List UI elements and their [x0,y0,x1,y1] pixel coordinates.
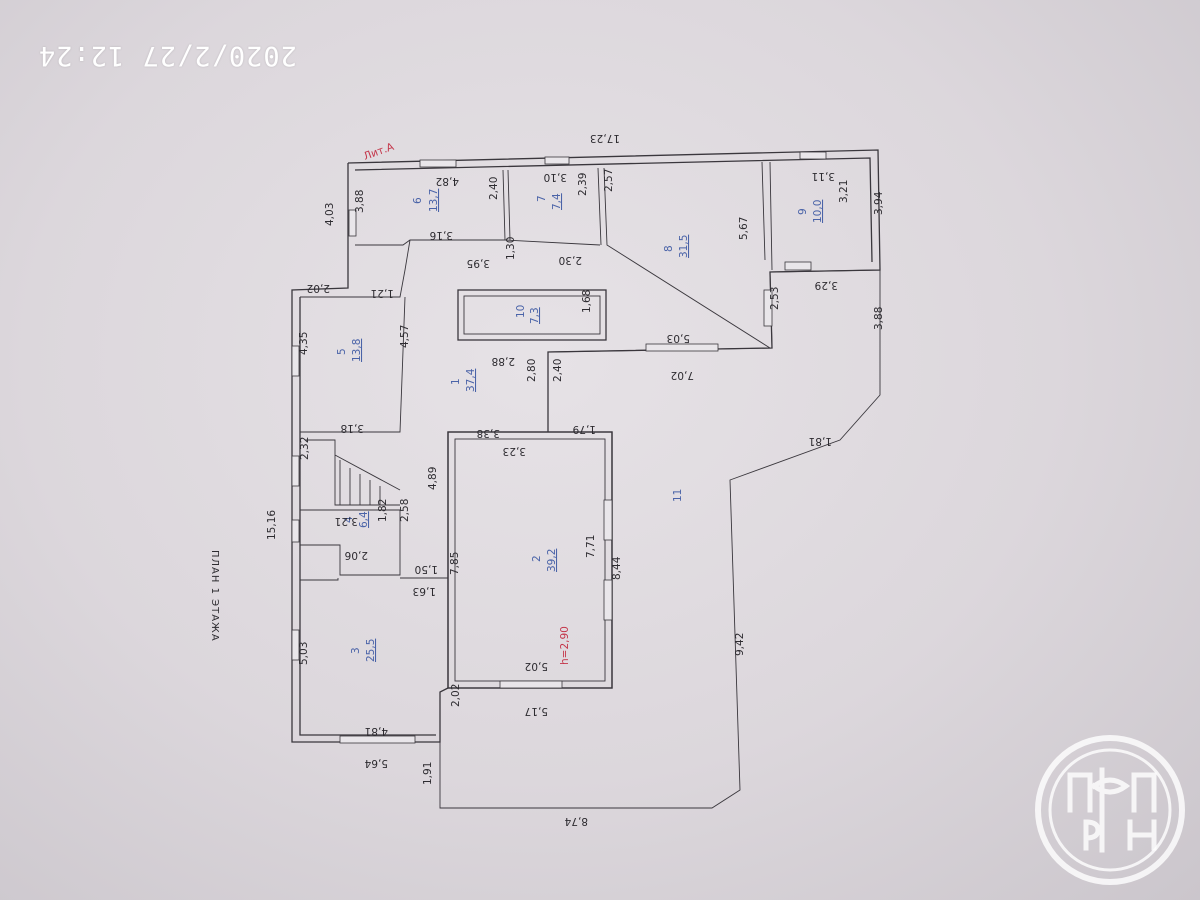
room-10-area: 7,3 [529,307,541,324]
building-walls [291,149,881,809]
dim-st-c: 3,23 [503,445,526,457]
dim-r2-c: 7,71 [585,535,597,558]
room-10-number: 10 [515,305,527,318]
dim-right-b: 3,88 [873,307,885,330]
dim-r8-b: 2,53 [769,287,781,310]
dim-r8-h: 2,57 [603,169,615,192]
room-7-number: 7 [536,195,548,202]
windows [291,151,827,744]
room-5-number: 5 [336,348,348,355]
room-9-area: 10,0 [812,200,824,223]
dim-r9-h: 3,21 [838,180,850,203]
dim-r7-h: 2,39 [577,173,589,196]
dim-terr-a: 1,91 [422,762,434,785]
dim-r3-w: 4,81 [365,725,388,737]
room-2-area: 39,2 [546,549,558,572]
dim-r6-b: 3,88 [354,190,366,213]
dim-r6-w: 4,82 [436,175,459,187]
dim-r3-h: 5,03 [298,642,310,665]
dim-terr-b: 8,74 [564,815,588,827]
room-4-area: 6,4 [358,511,370,528]
dim-r2-w: 5,02 [525,660,548,672]
dim-r7-a: 2,30 [559,254,582,266]
room-5-area: 13,8 [351,339,363,362]
dim-r5-b: 1,21 [371,287,394,299]
dim-corr-d: 2,40 [552,359,564,382]
dim-r6-h: 2,40 [488,177,500,200]
dim-st-a: 2,32 [299,437,311,460]
dim-r10-w: 2,88 [492,355,515,367]
dim-terr-c: 9,42 [734,633,746,656]
dim-r2-e: 5,17 [525,705,548,717]
dim-corr-a: 3,95 [467,257,490,269]
dim-r4-b: 1,82 [377,499,389,522]
dim-r3-bot: 5,64 [364,757,388,769]
dim-r5-w: 3,18 [341,422,364,434]
dim-r4-a: 3,21 [335,515,358,527]
room-6-number: 6 [412,197,424,204]
dim-r6-c: 4,03 [324,203,336,226]
dim-corr-b: 1,30 [505,237,517,260]
dim-r2-b: 7,85 [449,552,461,575]
ceiling-height: h=2,90 [559,626,571,665]
room-8-area: 31,5 [678,235,690,258]
dim-corr-c: 2,80 [526,359,538,382]
dim-r4-c: 2,58 [399,499,411,522]
building-label: Лит.А [362,141,396,163]
room-9-number: 9 [797,208,809,215]
dim-r7-w: 3,10 [544,171,567,183]
room-7-area: 7,4 [551,193,563,210]
dim-st-b: 3,38 [477,427,500,439]
dim-r6-a: 3,16 [429,229,453,241]
room-3-number: 3 [350,647,362,654]
dim-r9-a: 3,29 [815,279,838,291]
room-4-number: 4 [343,516,355,523]
dim-right-a: 3,94 [873,191,885,215]
watermark-logo [1035,735,1185,885]
dimension-labels: 17,23 15,16 4,82 2,40 3,16 3,88 4,03 3,1… [266,132,885,827]
dim-r5-h: 4,35 [298,332,310,355]
dim-r2-a: 4,89 [427,467,439,490]
room-11-number: 11 [672,489,684,502]
room-6-area: 13,7 [428,189,440,212]
dim-bal-b: 1,79 [573,423,596,435]
dim-top-overall: 17,23 [590,132,620,144]
dim-r10-h: 1,68 [581,290,593,313]
dim-r4-f: 1,63 [413,585,436,597]
dim-r2-d: 8,44 [611,556,623,580]
dim-r4-e: 1,50 [415,563,438,575]
room-3-area: 25,5 [365,639,377,662]
dim-r8-w: 5,03 [667,332,690,344]
dim-r5-a: 2,02 [307,282,330,294]
dim-r5-c: 4,57 [399,325,411,348]
room-2-number: 2 [531,555,543,562]
dim-r8-a: 5,67 [738,217,750,240]
dim-r9-w: 3,11 [812,170,835,182]
room-1-area: 37,4 [465,368,477,392]
room-labels: 6 13,7 7 7,4 8 31,5 9 10,0 10 7,3 1 37,4… [336,189,824,662]
dim-left-overall: 15,16 [266,510,278,540]
plan-title: ПЛАН 1 ЭТАЖА [209,550,220,642]
dim-r3-a: 2,02 [450,684,462,707]
dim-bal-a: 7,02 [671,369,694,381]
room-1-number: 1 [450,378,462,385]
dim-bal-c: 1,81 [809,435,832,447]
dim-r4-d: 2,06 [344,549,368,561]
room-8-number: 8 [663,245,675,252]
